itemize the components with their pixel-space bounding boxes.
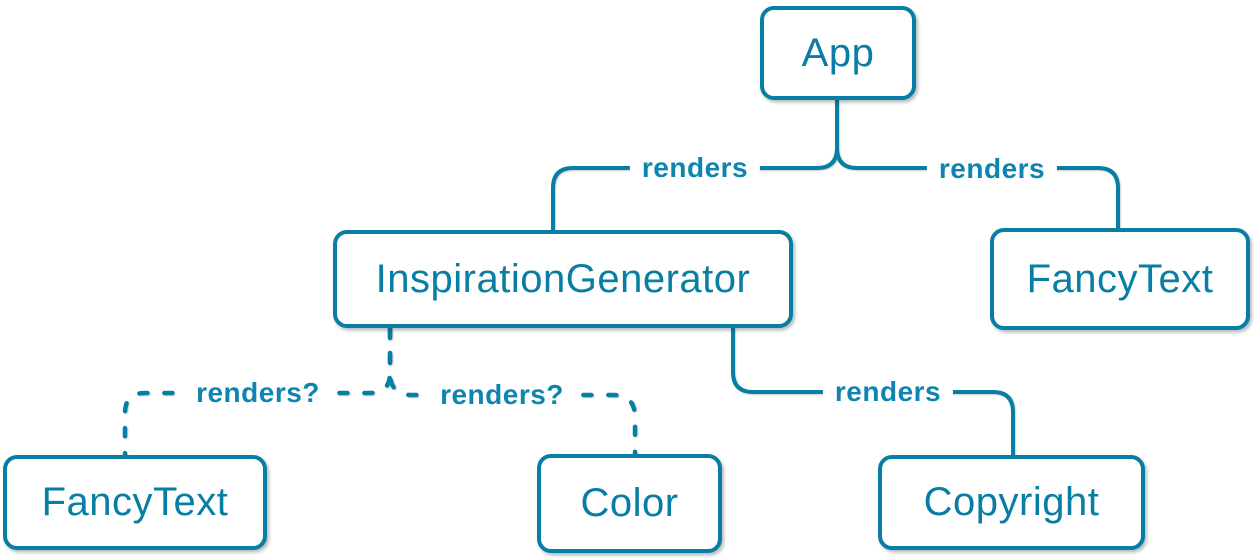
node-app: App	[760, 6, 916, 100]
edge-label-renders-fancytext-conditional: renders?	[184, 375, 332, 411]
node-fancy-text-bottom: FancyText	[3, 455, 267, 550]
node-inspiration-generator-label: InspirationGenerator	[375, 256, 751, 301]
node-color-label: Color	[580, 481, 679, 525]
edge-label-renders-inspirationgenerator: renders	[629, 150, 761, 186]
node-copyright-label: Copyright	[923, 480, 1100, 524]
node-color: Color	[537, 454, 722, 553]
node-inspiration-generator: InspirationGenerator	[333, 230, 793, 328]
edge-label-renders-copyright: renders	[822, 374, 954, 410]
node-fancy-text-top-label: FancyText	[1026, 256, 1214, 301]
node-app-label: App	[801, 30, 875, 75]
node-copyright: Copyright	[878, 455, 1145, 550]
node-fancy-text-top: FancyText	[990, 228, 1250, 330]
edge-label-renders-color-conditional: renders?	[428, 377, 576, 413]
node-fancy-text-bottom-label: FancyText	[41, 480, 229, 524]
edge-label-renders-fancytext: renders	[926, 151, 1058, 187]
